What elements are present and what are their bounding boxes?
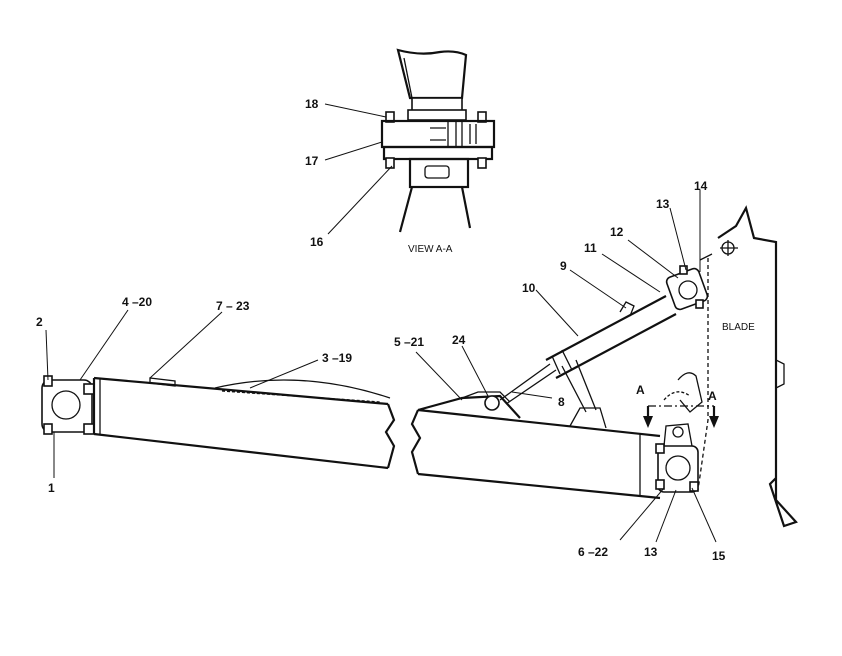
callout-18: 18 [305,97,319,111]
callout-16: 16 [310,235,324,249]
callout-7-23: 7 – 23 [216,299,250,313]
callout-9: 9 [560,259,567,273]
callout-4-20: 4 –20 [122,295,152,309]
view-title: VIEW A-A [408,244,453,255]
callout-labels: 1 2 4 –20 7 – 23 3 –19 5 –21 24 10 9 11 … [36,179,755,563]
callout-13-top: 13 [656,197,670,211]
callout-15: 15 [712,549,726,563]
callout-10: 10 [522,281,536,295]
blade [643,205,798,528]
callout-3-19: 3 –19 [322,351,352,365]
right-push-arm [410,345,717,543]
left-push-arm [41,309,396,478]
callout-14: 14 [694,179,708,193]
callout-2: 2 [36,315,43,329]
callout-11: 11 [584,241,597,255]
tilt-cylinder [499,190,709,413]
callout-6-22: 6 –22 [578,545,608,559]
callout-17: 17 [305,154,319,168]
blade-label: BLADE [722,322,755,333]
callout-8: 8 [558,395,565,409]
view-a-a-detail: 18 17 16 VIEW A-A [305,48,496,255]
callout-24: 24 [452,333,466,347]
callout-5-21: 5 –21 [394,335,424,349]
callout-13-bottom: 13 [644,545,658,559]
callout-12: 12 [610,225,624,239]
section-mark-left: A [636,383,645,397]
callout-1: 1 [48,481,55,495]
section-mark-right: A [708,389,717,403]
